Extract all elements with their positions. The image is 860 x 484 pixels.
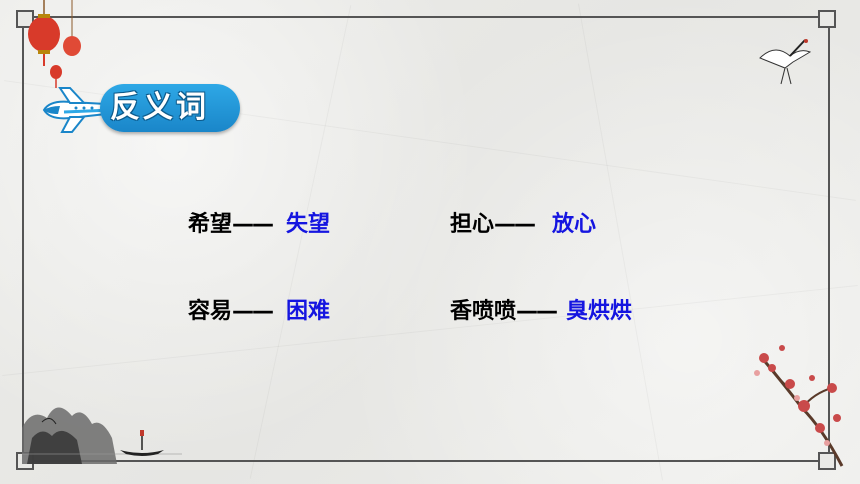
lantern-icon (28, 0, 81, 88)
antonym-pair: 香喷喷—— 臭烘烘 (450, 293, 632, 325)
frame-corner (818, 10, 836, 28)
pair-dash: —— (232, 299, 274, 324)
pair-antonym: 放心 (552, 212, 597, 237)
frame-corner (16, 10, 34, 28)
antonym-pair: 容易—— 困难 (188, 293, 330, 325)
pair-antonym: 失望 (286, 212, 331, 237)
pair-word: 希望 (188, 212, 233, 237)
boat-icon (120, 430, 164, 456)
decorative-frame (22, 16, 830, 462)
title-badge (100, 84, 240, 132)
antonym-pair: 希望—— 失望 (188, 206, 330, 238)
pair-dash: —— (232, 212, 274, 237)
pair-antonym: 臭烘烘 (566, 299, 633, 324)
pair-dash: —— (516, 299, 558, 324)
antonym-pair: 担心—— 放心 (450, 206, 596, 238)
pair-word: 容易 (188, 299, 233, 324)
plum-blossom-icon (754, 345, 844, 467)
pair-dash: —— (494, 212, 536, 237)
pair-word: 担心 (450, 212, 495, 237)
badge-title: 反义词 (110, 90, 209, 125)
crane-icon (759, 39, 812, 85)
pair-word: 香喷喷 (450, 299, 517, 324)
pair-antonym: 困难 (286, 299, 331, 324)
frame-corner (818, 452, 836, 470)
